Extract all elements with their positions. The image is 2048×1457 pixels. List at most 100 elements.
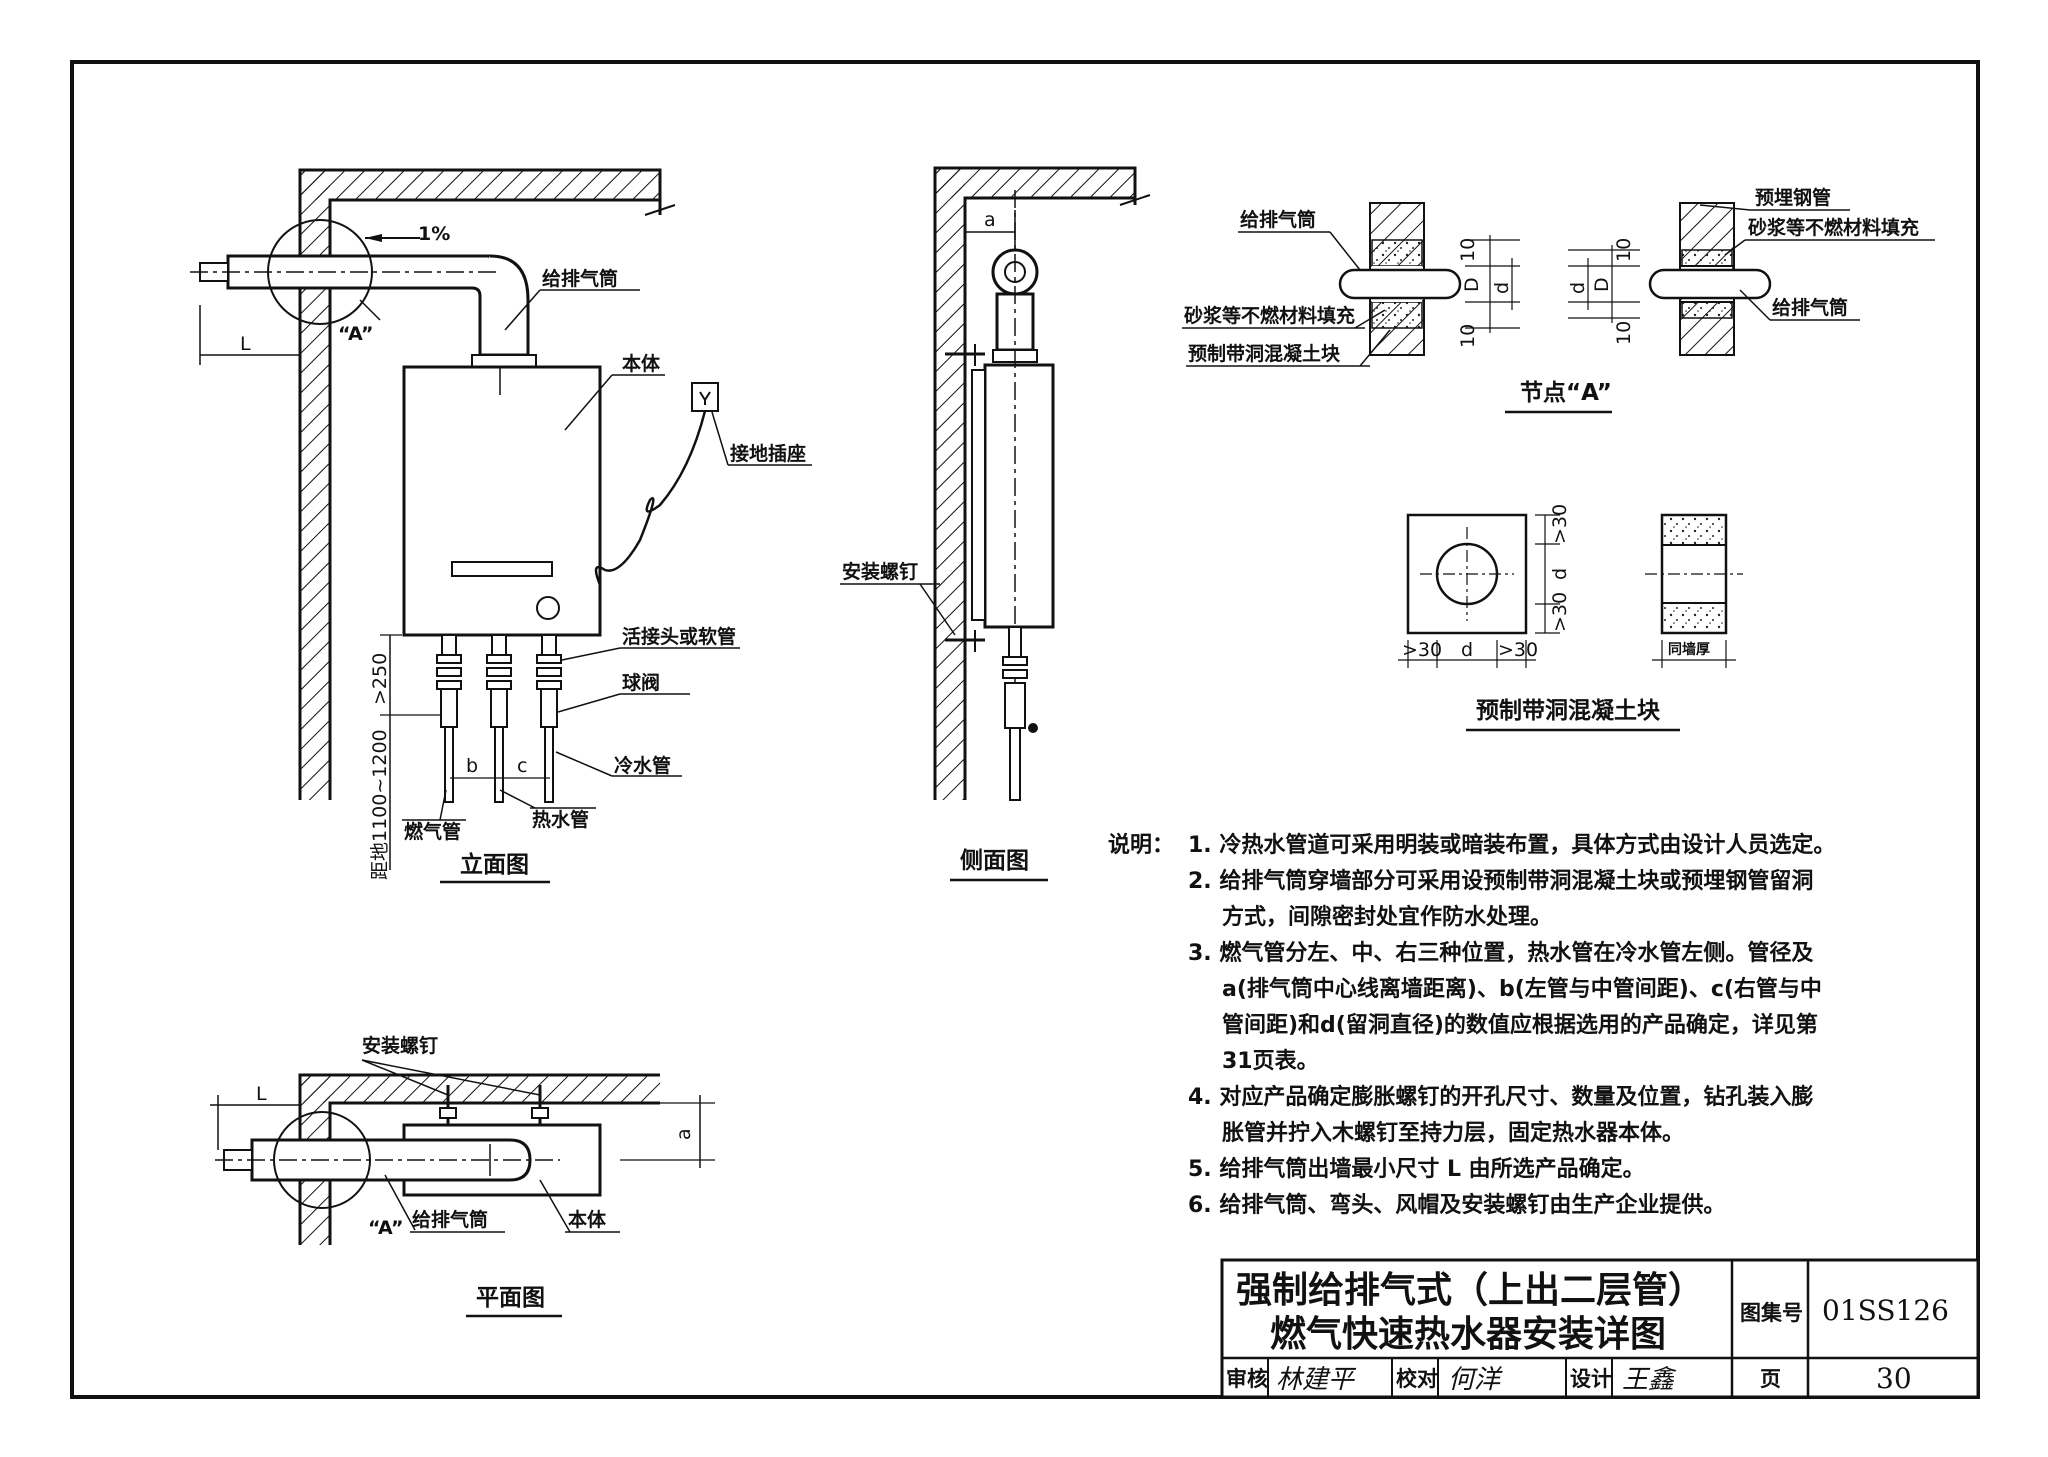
dim-10: 10 [1457, 238, 1479, 262]
wall-hatch [300, 1075, 660, 1103]
notes-heading: 说明： [1108, 832, 1174, 858]
note-line: 胀管并拧入木螺钉至持力层，固定热水器本体。 [1222, 1120, 1684, 1146]
dim-250: >250 [369, 653, 391, 705]
dim-D: D [1591, 277, 1613, 292]
heater-body-side [983, 363, 1055, 629]
screw-icon [531, 1085, 549, 1125]
dim-L: L [240, 333, 251, 355]
wall-face [328, 198, 660, 800]
note-line: a(排气筒中心线离墙距离)、b(左管与中管间距)、c(右管与中 [1222, 976, 1822, 1002]
flue-collar [471, 354, 537, 368]
detail-circle [267, 219, 373, 325]
wall-hatch [935, 168, 1135, 198]
plan-dim-a: a [673, 1128, 695, 1140]
node-flue-right: 给排气筒 [1772, 296, 1848, 319]
screw-icon [945, 344, 985, 366]
dim-d: d [1567, 282, 1589, 294]
check-signature: 何洋 [1448, 1365, 1503, 1395]
plan-flue-label: 给排气筒 [412, 1208, 488, 1231]
dim-height: 距地1100~1200 [369, 729, 391, 880]
cold-label: 冷水管 [614, 754, 671, 777]
union-label: 活接头或软管 [622, 625, 736, 648]
dim-D: D [1461, 277, 1483, 292]
body-label: 本体 [622, 352, 661, 375]
title-line-1: 强制给排气式（上出二层管） [1236, 1269, 1704, 1311]
node-caption: 节点“A” [1520, 380, 1612, 406]
dim-d: d [1461, 639, 1473, 661]
plan-detail-ref: “A” [368, 1217, 404, 1239]
dim-d: d [1549, 568, 1571, 580]
note-line: 5. 给排气筒出墙最小尺寸 L 由所选产品确定。 [1188, 1156, 1645, 1182]
plan-screw-label: 安装螺钉 [362, 1034, 438, 1057]
power-cord [594, 410, 707, 586]
flue-pipe-right [1648, 268, 1772, 300]
wall-hatch [935, 168, 965, 800]
note-line: 方式，间隙密封处宜作防水处理。 [1222, 904, 1552, 930]
wall-hatch [300, 170, 660, 200]
hot-label: 热水管 [532, 808, 589, 831]
note-line: 6. 给排气筒、弯头、风帽及安装螺钉由生产企业提供。 [1188, 1192, 1725, 1218]
dim-10: 10 [1613, 238, 1635, 262]
elevation-view: 1% “A” L 给排气筒 本体 接地插座 [190, 168, 812, 884]
heater-body [402, 365, 602, 637]
page-number: 30 [1876, 1362, 1912, 1395]
screw-icon [439, 1085, 457, 1125]
notes: 说明： 1. 冷热水管道可采用明装或暗装布置，具体方式由设计人员选定。 2. 给… [1108, 832, 1835, 1218]
gas-label: 燃气管 [404, 820, 461, 843]
review-signature: 林建平 [1276, 1365, 1357, 1395]
plan-view: 安装螺钉 L a 给排气筒 “A” 本体 平面图 [210, 1034, 715, 1318]
note-line: 31页表。 [1222, 1049, 1319, 1074]
node-pipe-right: 预埋钢管 [1755, 186, 1831, 209]
valve-label: 球阀 [622, 671, 660, 694]
node-mortar-left: 砂浆等不燃材料填充 [1184, 304, 1355, 327]
pipe-gas [436, 634, 462, 803]
side-view: a 安装螺钉 侧面图 [840, 166, 1151, 882]
block-caption: 预制带洞混凝土块 [1476, 697, 1660, 724]
atlas-number: 01SS126 [1822, 1294, 1949, 1327]
node-flue-left: 给排气筒 [1240, 208, 1316, 231]
display-panel [451, 561, 553, 577]
plan-body-label: 本体 [568, 1208, 607, 1231]
side-caption: 侧面图 [960, 847, 1029, 874]
node-a-detail: 10 D d 10 10 D d 10 给排气筒 砂浆等不燃材料填充 预制带洞混… [1182, 186, 1935, 414]
dim-c: c [517, 755, 527, 777]
slope-label: 1% [418, 223, 450, 245]
check-label: 校对 [1396, 1367, 1438, 1391]
plan-dim-L: L [256, 1083, 267, 1105]
dim-10: 10 [1613, 321, 1635, 345]
note-line: 管间距)和d(留洞直径)的数值应根据选用的产品确定，详见第 [1222, 1012, 1818, 1038]
control-knob [536, 596, 560, 620]
dim-30: >30 [1549, 504, 1571, 544]
pipe-hot [486, 634, 512, 803]
node-block-left: 预制带洞混凝土块 [1188, 342, 1341, 365]
screw-label: 安装螺钉 [842, 560, 918, 583]
break-line [644, 204, 676, 216]
dim-10: 10 [1457, 324, 1479, 348]
node-mortar-right: 砂浆等不燃材料填充 [1748, 216, 1919, 239]
socket-icon [691, 382, 719, 412]
screw-icon [945, 630, 985, 652]
detail-ref: “A” [338, 323, 374, 345]
socket-label: 接地插座 [730, 442, 806, 465]
note-line: 1. 冷热水管道可采用明装或暗装布置，具体方式由设计人员选定。 [1188, 832, 1835, 858]
sheet-border [70, 60, 1980, 1399]
note-line: 2. 给排气筒穿墙部分可采用设预制带洞混凝土块或预埋钢管留洞 [1188, 868, 1813, 894]
review-label: 审核 [1226, 1367, 1268, 1391]
dim-b: b [466, 755, 478, 777]
dim-30: >30 [1549, 592, 1571, 632]
dim-d: d [1491, 282, 1513, 294]
dim-a: a [984, 209, 996, 231]
flue-pipe-left [1338, 268, 1462, 300]
design-signature: 王鑫 [1622, 1365, 1677, 1395]
pipe-cold [536, 634, 562, 803]
wall-thickness: 同墙厚 [1668, 641, 1710, 658]
wall-outline [298, 168, 662, 800]
design-label: 设计 [1570, 1367, 1612, 1391]
title-line-2: 燃气快速热水器安装详图 [1270, 1313, 1666, 1355]
note-line: 4. 对应产品确定膨胀螺钉的开孔尺寸、数量及位置，钻孔装入膨 [1188, 1084, 1813, 1110]
precast-block-detail: >30 d >30 >30 d >30 同墙厚 预制带洞混凝土块 [1398, 504, 1743, 732]
dim-30: >30 [1402, 639, 1442, 661]
elevation-caption: 立面图 [460, 851, 529, 878]
note-line: 3. 燃气管分左、中、右三种位置，热水管在冷水管左侧。管径及 [1188, 940, 1814, 966]
